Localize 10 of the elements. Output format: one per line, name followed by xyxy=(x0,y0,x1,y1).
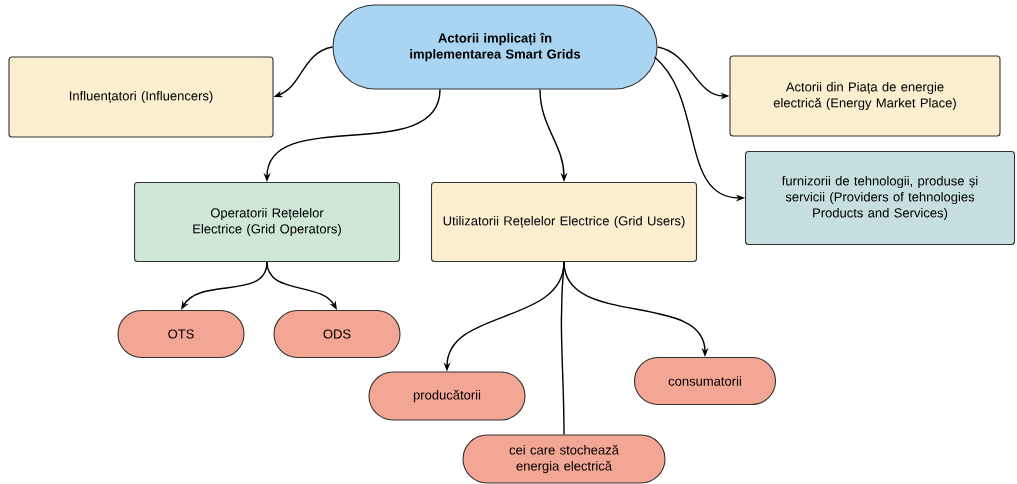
actor-box: Actorii din Piața de energie electrică (Energy Market Place) xyxy=(729,55,1001,137)
role-pill: OTS xyxy=(117,309,245,359)
actor-box: Utilizatorii Rețelelor Electrice (Grid Users) xyxy=(430,181,698,263)
role-pill: cei care stochează energia electrică xyxy=(462,434,666,484)
actor-box: furnizorii de tehnologii, produse și servicii (Providers of tehnologies Products and Services) xyxy=(744,150,1016,246)
actor-box: Influențatori (Influencers) xyxy=(8,56,274,138)
role-pill: ODS xyxy=(273,309,401,359)
role-pill: consumatorii xyxy=(633,356,777,406)
actor-box: Operatorii Rețelelor Electrice (Grid Operators) xyxy=(133,181,401,263)
role-pill: producătorii xyxy=(368,371,526,421)
